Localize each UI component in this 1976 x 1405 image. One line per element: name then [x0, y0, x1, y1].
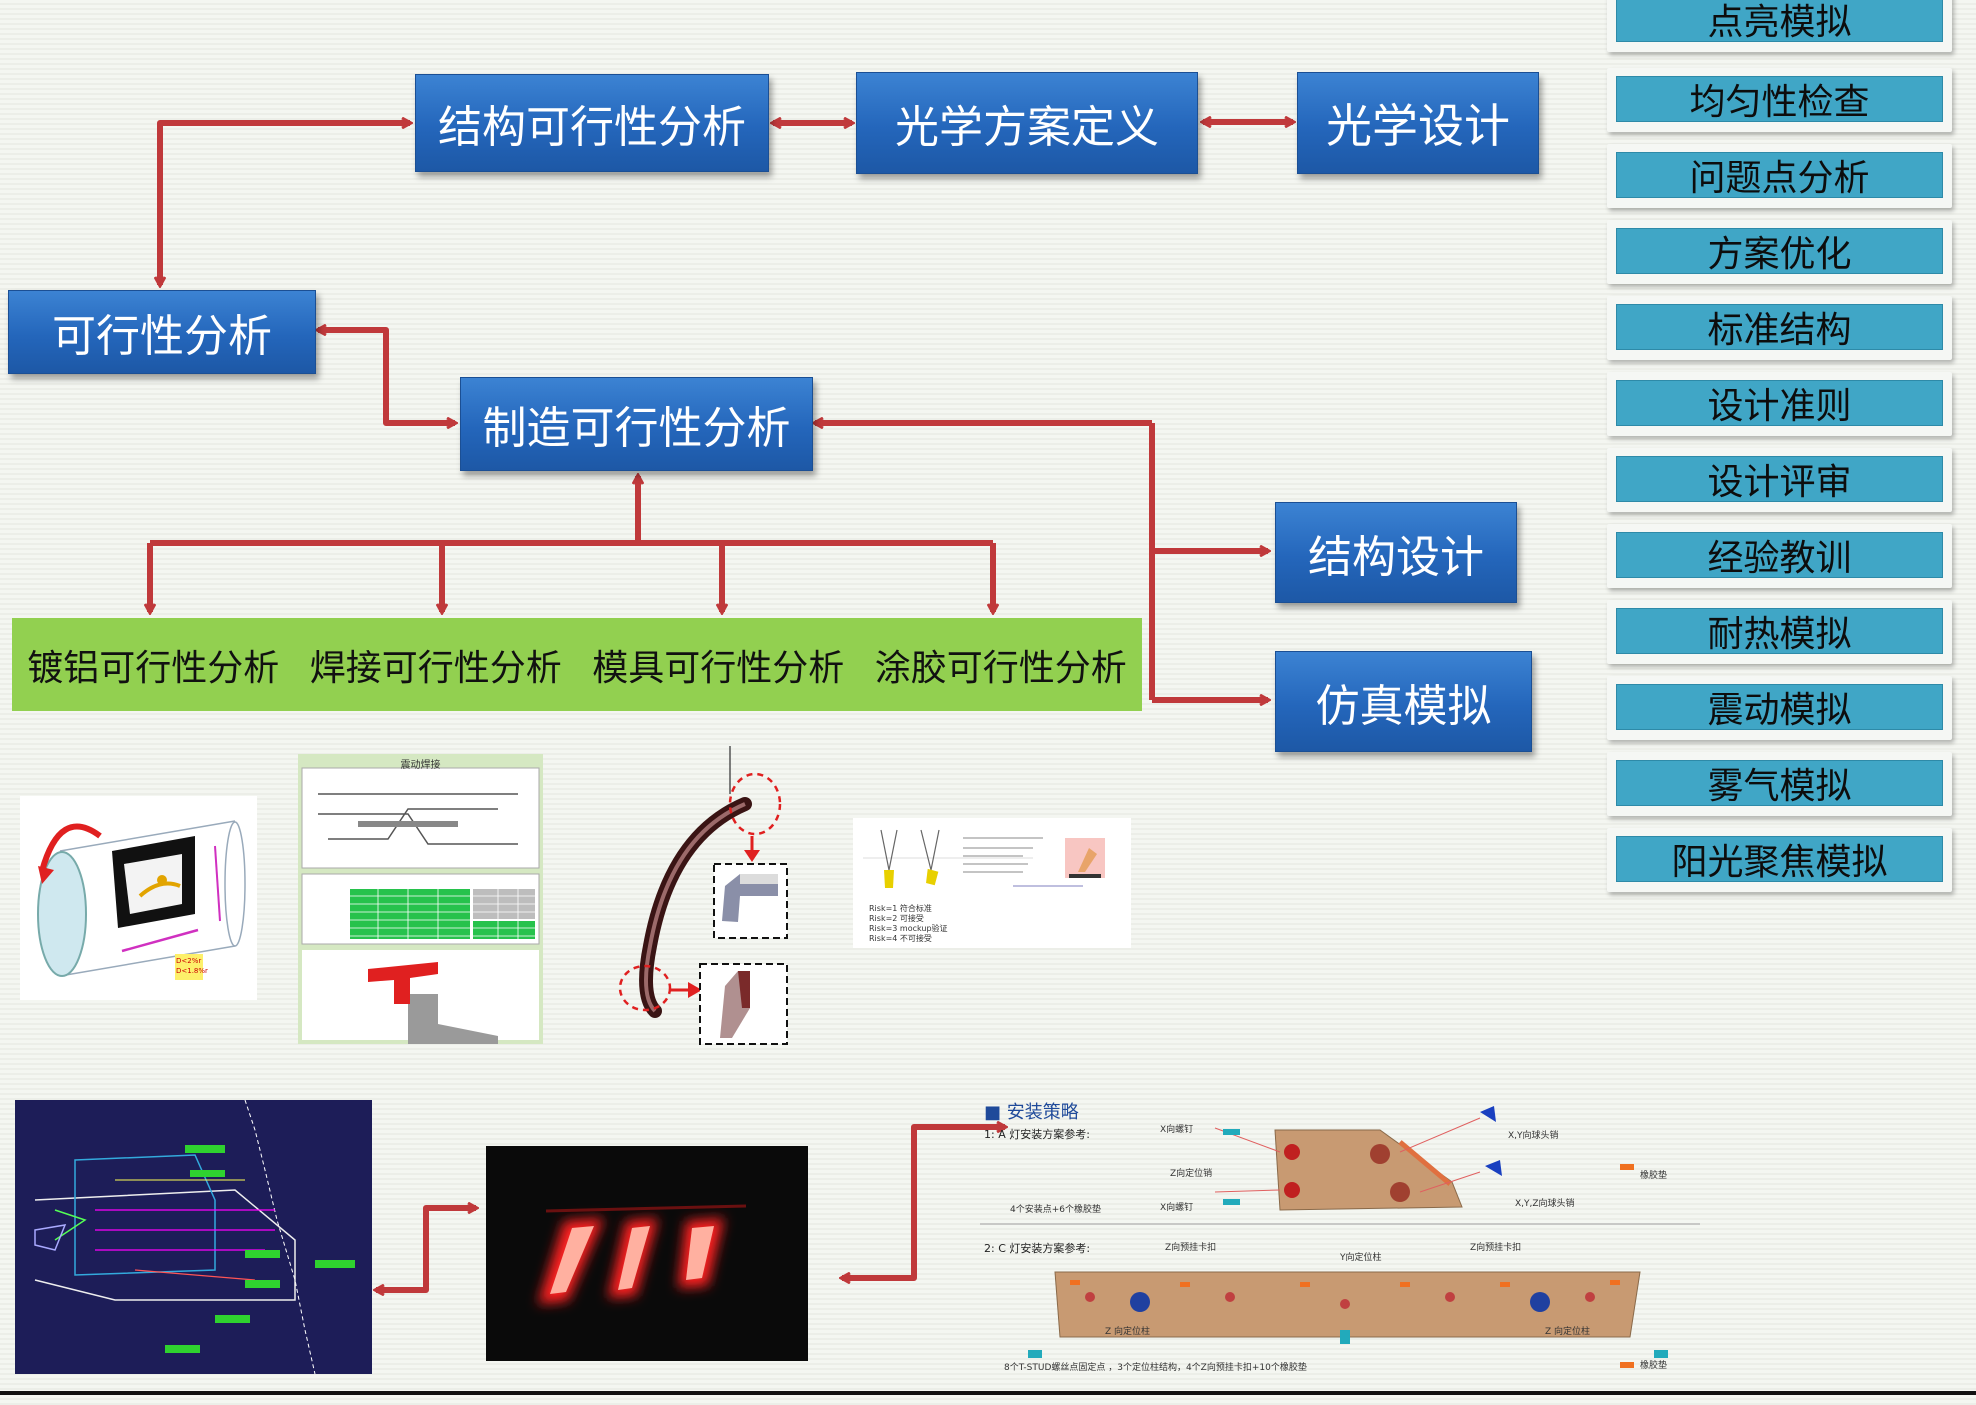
lamp-glow-illustration [538, 1204, 747, 1304]
glue-risk-1: Risk=1 符合标准 [869, 904, 932, 913]
aluminize-figure: D<2%r D<1.8%r [20, 796, 257, 1000]
sidebar-item-label: 阳光聚焦模拟 [1616, 836, 1943, 883]
glue-risk-4: Risk=4 不可接受 [869, 934, 932, 943]
welding-feasibility-label: 焊接可行性分析 [309, 647, 562, 689]
sidebar-item: 方案优化 [1607, 220, 1952, 284]
aluminize-d-label: D<2%r D<1.8%r [176, 957, 208, 975]
welding-figure: 震动焊接 [298, 754, 543, 1044]
feasibility-box: 可行性分析 [8, 290, 316, 374]
arrow-lamp-install [842, 1127, 1005, 1278]
glue-risk-list: Risk=1 符合标准 Risk=2 可接受 Risk=3 mockup验证 R… [869, 904, 948, 944]
install-c-label-1: Z向预挂卡扣 [1165, 1243, 1217, 1253]
arrow-feasibility-manufacturing [318, 330, 455, 423]
install-a-label-1: X向螺钉 [1160, 1125, 1194, 1135]
glue-figure: Risk=1 符合标准 Risk=2 可接受 Risk=3 mockup验证 R… [853, 818, 1131, 948]
sidebar-item: 阳光聚焦模拟 [1607, 828, 1952, 892]
install-heading: ■ 安装策略 [984, 1098, 1079, 1124]
cad-section-figure [15, 1100, 372, 1374]
install-c-label-4: Z 向定位柱 [1105, 1327, 1151, 1337]
install-c-note: 8个T-STUD螺丝点固定点 ，3个定位柱结构，4个Z向预挂卡扣+10个橡胶垫 [1004, 1363, 1307, 1373]
mold-illustration [618, 746, 788, 1045]
install-c-label-2: Y向定位柱 [1340, 1253, 1382, 1263]
install-c-label-6: 橡胶垫 [1640, 1361, 1668, 1371]
welding-illustration [301, 767, 540, 1044]
sidebar-item: 设计准则 [1607, 372, 1952, 436]
sidebar-item: 均匀性检查 [1607, 68, 1952, 132]
sidebar-item-label: 耐热模拟 [1616, 608, 1943, 655]
cad-illustration [34, 1100, 355, 1374]
install-heading-text: 安装策略 [1006, 1102, 1079, 1123]
sidebar-item: 问题点分析 [1607, 144, 1952, 208]
sidebar-item-label: 问题点分析 [1616, 152, 1943, 199]
sidebar-item: 雾气模拟 [1607, 752, 1952, 816]
structure-feasibility-box: 结构可行性分析 [415, 74, 769, 172]
install-a-label-4: X,Y向球头销 [1508, 1131, 1559, 1141]
sidebar-item: 标准结构 [1607, 296, 1952, 360]
install-illustration [980, 1106, 1700, 1368]
sidebar-item-label: 方案优化 [1616, 228, 1943, 275]
install-c-label-5: Z 向定位柱 [1545, 1327, 1591, 1337]
welding-title: 震动焊接 [400, 760, 441, 771]
install-strategy-figure: ■ 安装策略 1: A 灯安装方案参考: X向螺钉 Z向定位销 X向螺钉 [980, 1092, 1710, 1382]
glue-risk-3: Risk=3 mockup验证 [869, 924, 948, 933]
lit-lamp-figure [486, 1146, 808, 1361]
install-a-label-6: 橡胶垫 [1640, 1171, 1668, 1181]
sidebar-item-label: 震动模拟 [1616, 684, 1943, 731]
glue-feasibility-label: 涂胶可行性分析 [874, 647, 1127, 689]
sidebar-item-label: 均匀性检查 [1616, 76, 1943, 123]
glue-illustration [863, 829, 1105, 888]
sub-analysis-bar: 镀铝可行性分析 焊接可行性分析 模具可行性分析 涂胶可行性分析 [12, 618, 1142, 711]
sidebar-item-label: 经验教训 [1616, 532, 1943, 579]
install-a-label-2: Z向定位销 [1170, 1169, 1213, 1179]
install-c-label-3: Z向预挂卡扣 [1470, 1243, 1522, 1253]
sidebar-item: 点亮模拟 [1607, 0, 1952, 52]
manufacturing-feasibility-box: 制造可行性分析 [460, 377, 813, 471]
sidebar-item: 经验教训 [1607, 524, 1952, 588]
sidebar-item-label: 设计准则 [1616, 380, 1943, 427]
install-a-label-5: X,Y,Z向球头销 [1515, 1199, 1575, 1209]
sidebar-item: 设计评审 [1607, 448, 1952, 512]
arrow-cad-lamp [376, 1208, 476, 1290]
sidebar-item: 耐热模拟 [1607, 600, 1952, 664]
optical-design-box: 光学设计 [1297, 72, 1539, 174]
aluminize-illustration [37, 820, 246, 980]
install-heading-bullet: ■ [984, 1102, 1007, 1123]
structure-design-box: 结构设计 [1275, 502, 1517, 603]
bottom-rule [0, 1391, 1976, 1395]
sidebar-item-label: 设计评审 [1616, 456, 1943, 503]
install-a-title: 1: A 灯安装方案参考: [984, 1128, 1090, 1141]
mold-figure [610, 746, 800, 1048]
simulation-box: 仿真模拟 [1275, 651, 1532, 752]
glue-risk-2: Risk=2 可接受 [869, 914, 924, 923]
optical-definition-box: 光学方案定义 [856, 72, 1198, 174]
install-c-title: 2: C 灯安装方案参考: [984, 1242, 1091, 1255]
install-a-note: 4个安装点+6个橡胶垫 [1010, 1205, 1101, 1215]
sidebar-item-label: 标准结构 [1616, 304, 1943, 351]
install-a-label-3: X向螺钉 [1160, 1203, 1194, 1213]
sidebar-item-label: 点亮模拟 [1616, 0, 1943, 43]
sidebar-item-label: 雾气模拟 [1616, 760, 1943, 807]
mold-feasibility-label: 模具可行性分析 [592, 647, 845, 689]
sidebar-item: 震动模拟 [1607, 676, 1952, 740]
aluminize-feasibility-label: 镀铝可行性分析 [27, 647, 280, 689]
arrow-feasibility-structure [160, 123, 410, 285]
